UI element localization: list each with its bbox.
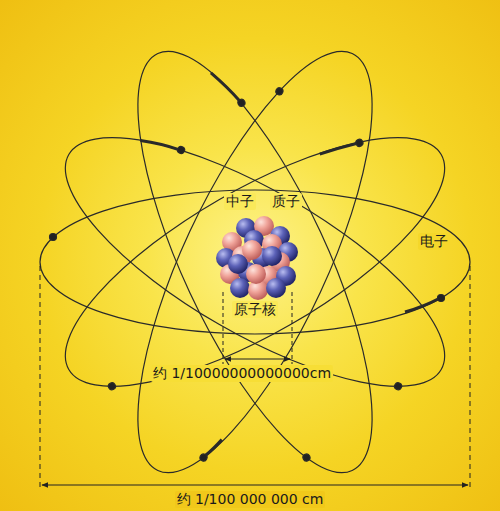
part-label: 电子 <box>418 233 450 250</box>
part-label: 中子 <box>224 193 256 210</box>
nucleus-dimension <box>223 292 292 364</box>
dimension-label: 约 1/10000000000000cm <box>151 365 333 382</box>
atom-dimension <box>40 266 470 490</box>
orbits <box>33 23 477 501</box>
part-label: 质子 <box>270 193 302 210</box>
dimension-label: 约 1/100 000 000 cm <box>175 491 326 508</box>
nucleus <box>216 216 298 300</box>
part-label: 原子核 <box>232 301 278 318</box>
